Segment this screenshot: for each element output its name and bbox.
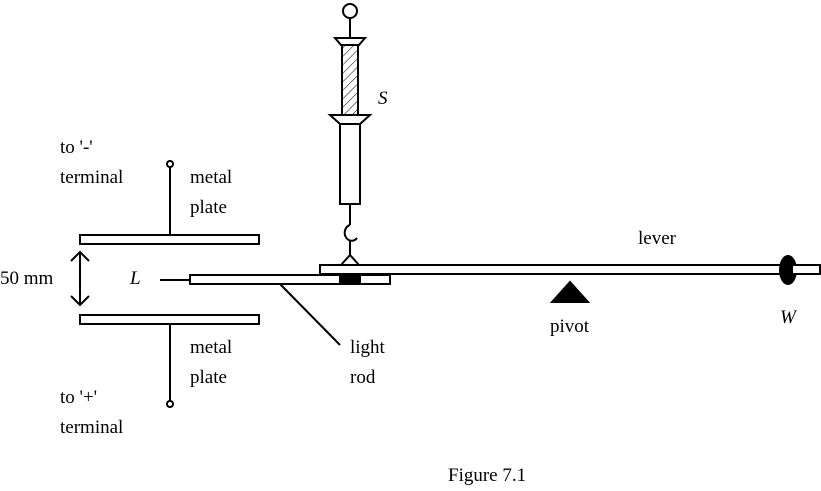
light-rod-pointer [279, 283, 341, 346]
hook [343, 224, 358, 242]
metal-plate-top-label-2: plate [190, 197, 227, 218]
to-minus-terminal-label: terminal [60, 167, 124, 188]
top-terminal [166, 160, 174, 168]
to-plus-label: to '+' [60, 387, 98, 408]
metal-plate-bottom-label-2: plate [190, 367, 227, 388]
W-label: W [780, 307, 796, 328]
light-rod-label: light [350, 337, 385, 358]
spring-balance [327, 3, 373, 266]
balance-mid-cap [327, 114, 373, 125]
lever-end [791, 264, 821, 275]
spring [341, 44, 359, 116]
figure-caption: Figure 7.1 [448, 465, 527, 486]
bottom-terminal [166, 400, 174, 408]
lever-label: lever [638, 228, 676, 249]
bottom-metal-plate [79, 314, 260, 325]
pivot-label: pivot [550, 316, 590, 337]
pivot [549, 280, 591, 303]
balance-ring [342, 3, 358, 19]
L-label: L [130, 268, 141, 289]
metal-plate-top-label: metal [190, 167, 233, 188]
rod-joint [339, 273, 361, 285]
to-plus-terminal-label: terminal [60, 417, 124, 438]
weight-W [779, 255, 797, 285]
hook-attachment [340, 253, 360, 266]
top-metal-plate [79, 234, 260, 245]
to-minus-label: to '-' [60, 137, 93, 158]
S-label: S [378, 88, 388, 109]
gap-arrow [70, 250, 90, 307]
light-rod-label-2: rod [350, 367, 376, 388]
balance-body [339, 123, 361, 205]
metal-plate-bottom-label: metal [190, 337, 233, 358]
balance-top-cap [332, 37, 368, 46]
gap-label: 50 mm [0, 268, 54, 289]
lever [319, 264, 821, 275]
